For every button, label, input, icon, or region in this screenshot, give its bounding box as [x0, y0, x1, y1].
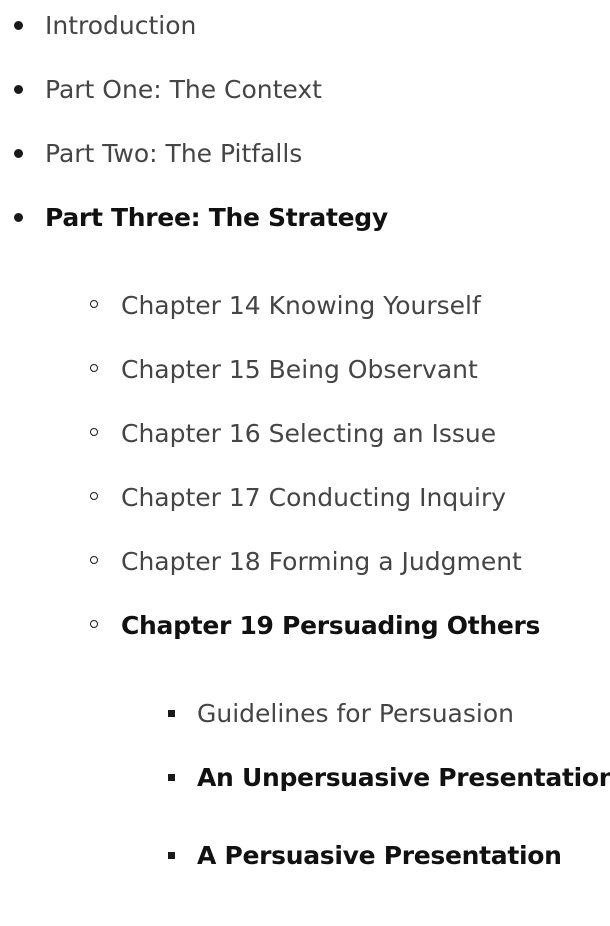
- circle-bullet-icon: [90, 300, 98, 308]
- toc-link-part-three[interactable]: Part Three: The Strategy: [45, 203, 388, 232]
- circle-bullet-icon: [90, 364, 98, 372]
- toc-link-chapter-14[interactable]: Chapter 14 Knowing Yourself: [121, 291, 481, 320]
- toc-link-introduction[interactable]: Introduction: [45, 11, 197, 40]
- square-bullet-icon: [168, 852, 175, 859]
- disc-bullet-icon: [14, 149, 23, 158]
- toc-link-persuasive-presentation[interactable]: A Persuasive Presentation: [197, 841, 562, 870]
- toc-link-guidelines-for-persuasion[interactable]: Guidelines for Persuasion: [197, 699, 514, 728]
- toc-link-chapter-17[interactable]: Chapter 17 Conducting Inquiry: [121, 483, 507, 512]
- circle-bullet-icon: [90, 428, 98, 436]
- disc-bullet-icon: [14, 213, 23, 222]
- toc-link-chapter-19[interactable]: Chapter 19 Persuading Others: [121, 611, 541, 640]
- toc-link-part-one[interactable]: Part One: The Context: [45, 75, 322, 104]
- disc-bullet-icon: [14, 21, 23, 30]
- toc-link-chapter-18[interactable]: Chapter 18 Forming a Judgment: [121, 547, 522, 576]
- disc-bullet-icon: [14, 85, 23, 94]
- toc-link-part-two[interactable]: Part Two: The Pitfalls: [45, 139, 303, 168]
- square-bullet-icon: [168, 710, 175, 717]
- toc-link-chapter-16[interactable]: Chapter 16 Selecting an Issue: [121, 419, 497, 448]
- toc-link-chapter-15[interactable]: Chapter 15 Being Observant: [121, 355, 478, 384]
- circle-bullet-icon: [90, 620, 98, 628]
- circle-bullet-icon: [90, 492, 98, 500]
- toc-link-unpersuasive-presentation[interactable]: An Unpersuasive Presentation: [197, 763, 610, 792]
- square-bullet-icon: [168, 774, 175, 781]
- circle-bullet-icon: [90, 556, 98, 564]
